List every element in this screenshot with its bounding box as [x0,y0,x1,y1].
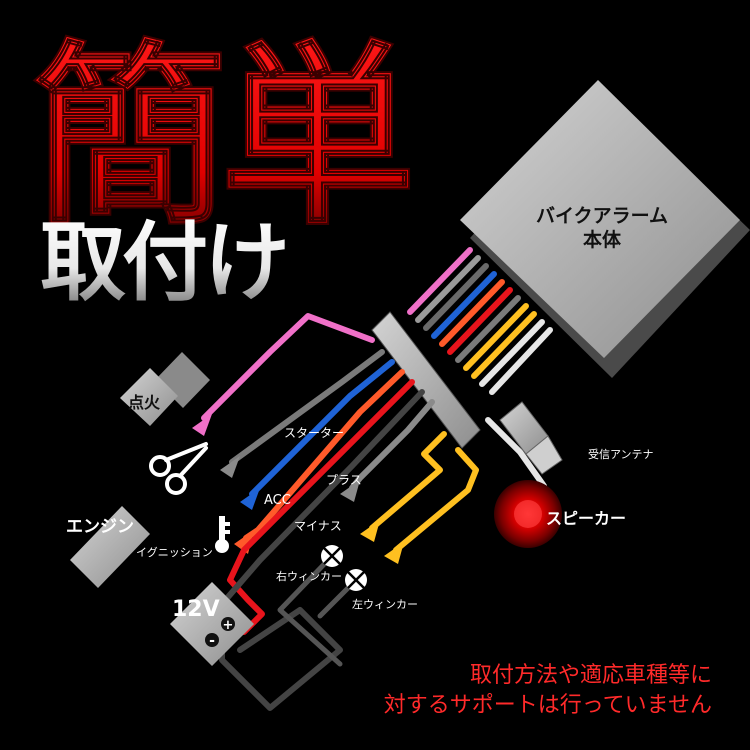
battery-plus: + [223,618,234,633]
alarm-unit: バイクアラーム 本体 [460,80,750,378]
bundle-wire-gray2 [455,295,521,363]
headline-main: 簡単 [32,24,410,252]
notice-line1: 取付方法や適応車種等に [470,663,712,688]
wire-pink-ignition [201,313,375,421]
engine-label: エンジン [66,517,134,537]
label-acc: ACC [264,493,291,508]
bundle-wire-white [479,319,545,387]
battery: 12V + - [170,582,254,666]
wire-darkgray-ground [219,389,425,711]
label-left-winker: 左ウィンカー [352,598,418,611]
left-winker-lamp-icon [345,569,367,591]
unit-label-line2: 本体 [583,228,622,251]
notice-line2: 対するサポートは行っていません [384,693,712,718]
antenna-connector [499,401,563,475]
label-plus: プラス [326,473,362,487]
wire-bundle [407,247,553,395]
label-speaker: スピーカー [546,509,626,528]
bundle-wire-gray [415,255,481,323]
bundle-wire-orange [439,279,505,347]
unit-label-line1: バイクアラーム [536,205,668,227]
wire-gray-plus [349,399,435,491]
ignition-label: 点火 [128,393,161,412]
bundle-wire-red [447,287,513,355]
battery-minus: - [209,633,215,649]
bundle-wire-pink [407,247,473,315]
cable-clamp [371,311,481,449]
wire-gray-starter [229,349,385,465]
wire-white-antenna [485,417,547,489]
label-ignition-key: イグニッション [136,545,213,559]
bundle-wire-blue [431,271,497,339]
wire-yellow-left [393,447,479,553]
label-minus: マイナス [294,519,342,533]
label-antenna: 受信アンテナ [588,448,654,461]
arrow-pink [192,414,212,436]
speaker [494,480,562,548]
ignition-box: 点火 [120,352,210,426]
wire-winker-right-ground [277,553,343,667]
arrow-blue [240,488,260,510]
label-starter: スターター [284,426,344,440]
bundle-wire-yellow2 [471,311,537,379]
wire-yellow-right [369,431,447,531]
wire-red-battery [227,379,415,635]
arrow-yellow-left [384,542,404,564]
bundle-wire-white2 [489,327,553,395]
arrow-yellow-right [360,520,380,542]
engine-box: エンジン [66,506,150,588]
label-right-winker: 右ウィンカー [276,569,342,583]
arrow-gray [220,456,240,478]
bundle-wire-yellow [463,303,529,371]
headline-sub: 取付け [40,213,286,313]
key-icon [215,516,230,553]
arrow-plus [340,480,360,502]
battery-label: 12V [172,597,220,622]
bundle-wire-darkgray [423,263,489,331]
wire-blue-acc [249,359,395,497]
right-winker-lamp-icon [321,545,343,567]
scissors-icon [149,442,208,495]
